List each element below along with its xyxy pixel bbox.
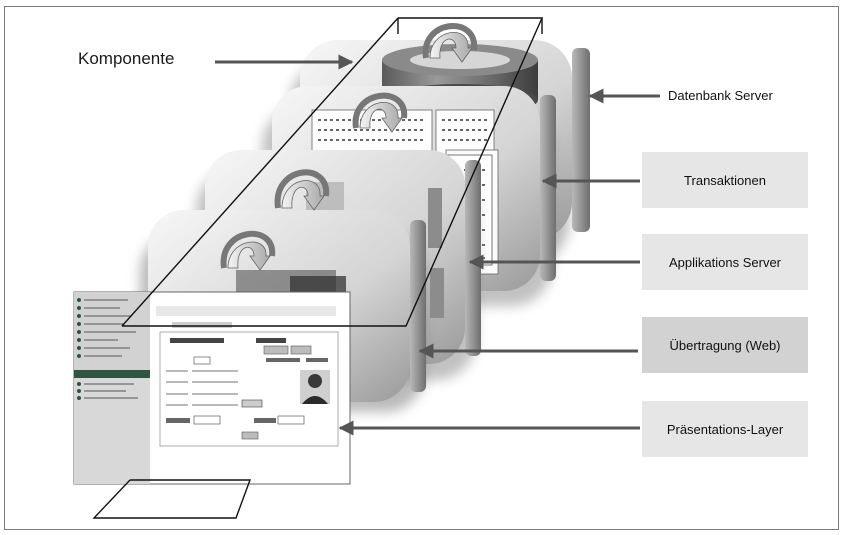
label-komponente: Komponente [78,49,174,69]
label-uebertragung: Übertragung (Web) [642,317,808,373]
label-praesentation: Präsentations-Layer [642,401,808,457]
label-datenbank-server: Datenbank Server [668,88,773,103]
presentation-screenshot [74,292,350,484]
person-photo-icon [300,370,330,404]
label-transaktionen: Transaktionen [642,152,808,208]
label-applikations-server: Applikations Server [642,234,808,290]
